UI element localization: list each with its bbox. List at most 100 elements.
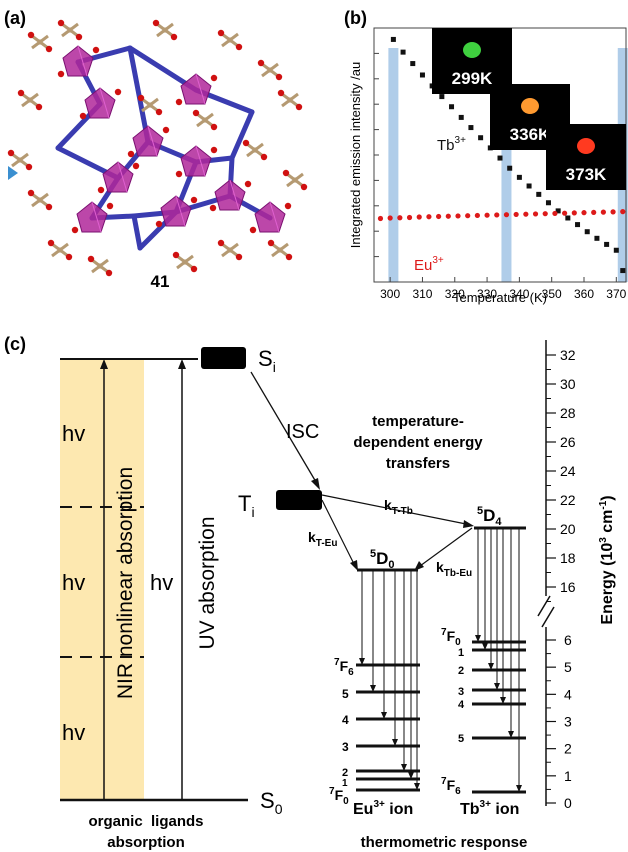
oxygen-atom: [57, 70, 65, 78]
energy-tick-label: 2: [564, 741, 572, 757]
isc-label: ISC: [286, 421, 319, 443]
k-t-tb-label: kT-Tb: [384, 497, 413, 517]
tb-data-point: [594, 235, 600, 241]
carbon-atom: [227, 247, 233, 253]
oxygen-atom: [275, 73, 283, 81]
x-tick-label: 320: [445, 287, 465, 301]
tb-7f6-label: 7F6: [441, 776, 461, 797]
oxygen-atom: [284, 202, 292, 210]
energy-tick-label: 6: [564, 632, 572, 648]
eu-data-point: [571, 210, 577, 216]
tb-level-2-label: 2: [458, 665, 464, 677]
uv-arrow-head: [178, 359, 186, 369]
tb-7f0-label: 7F0: [441, 627, 461, 648]
carbon-atom: [287, 97, 293, 103]
eu-data-point: [455, 213, 461, 219]
oxygen-atom: [210, 74, 218, 82]
eu-data-point: [542, 211, 548, 217]
uv-absorption-label: UV absorption: [196, 516, 219, 649]
linker-bond: [229, 109, 255, 161]
eu-data-point: [610, 209, 616, 215]
tb-arrow-head: [482, 643, 488, 650]
oxygen-atom: [155, 220, 163, 228]
polyhedron-edge: [117, 161, 128, 193]
oxygen-atom: [45, 45, 53, 53]
inset-temperature-label: 299K: [452, 69, 493, 88]
carbon-atom: [147, 102, 153, 108]
lanthanide-levels: [356, 526, 526, 794]
nir-absorption-band: [60, 360, 144, 800]
oxygen-atom: [7, 149, 15, 157]
eu-data-point: [387, 215, 393, 221]
hv-label-2: hv: [62, 570, 85, 595]
eu-ion-label: Eu3+ ion: [353, 799, 413, 818]
oxygen-atom: [249, 226, 257, 234]
eu-level-2-label: 2: [342, 767, 348, 779]
hv-label-3: hv: [62, 720, 85, 745]
energy-tick-label: 20: [560, 521, 576, 537]
luminescence-inset: [546, 124, 626, 190]
eu-arrow-head: [359, 658, 365, 665]
inset-temperature-label: 373K: [566, 165, 607, 184]
eu-5d0-label: 5D0: [370, 548, 395, 571]
eu-data-point: [532, 211, 539, 217]
eu-level-3-label: 3: [342, 740, 349, 754]
polyhedron-edge: [175, 195, 186, 227]
tb-series-label: Tb3+: [437, 135, 466, 154]
tb-data-point: [390, 36, 396, 42]
tb-data-point: [478, 135, 484, 141]
metal-polyhedron: [84, 87, 116, 119]
carbon-atom: [227, 37, 233, 43]
x-tick-label: 330: [477, 287, 497, 301]
panel-a: (a) 41: [4, 8, 308, 291]
eu-7f6-label: 7F6: [334, 657, 354, 678]
carbon-atom: [57, 247, 63, 253]
panel-b-label: (b): [344, 8, 367, 28]
eu-level-5-label: 5: [342, 687, 349, 701]
eu-arrow-head: [370, 685, 376, 692]
tb-level-4-label: 4: [458, 699, 465, 711]
polyhedron-edge: [195, 145, 206, 177]
x-tick-label: 340: [509, 287, 529, 301]
ti-state-box: [276, 490, 322, 510]
energy-tick-label: 28: [560, 405, 576, 421]
isc-arrow-line: [250, 371, 317, 483]
energy-tick-label: 18: [560, 550, 576, 566]
absorption-label: absorption: [107, 834, 185, 851]
oxygen-atom: [190, 265, 198, 273]
tb-arrow-head: [500, 697, 506, 704]
eu-data-point: [591, 209, 597, 216]
panel-a-label: (a): [4, 8, 26, 28]
carbon-atom: [27, 97, 33, 103]
oxygen-atom: [192, 109, 200, 117]
tb-ion-label: Tb3+ ion: [460, 799, 519, 818]
x-axis-label: Temperature (K): [453, 290, 547, 305]
tb-data-point: [545, 200, 551, 206]
carbon-atom: [277, 247, 283, 253]
energy-tick-label: 5: [564, 659, 572, 675]
highlight-band: [501, 48, 512, 282]
energy-tick-label: 0: [564, 795, 572, 811]
si-state-box: [201, 347, 246, 369]
oxygen-atom: [27, 189, 35, 197]
nir-arrow-head: [100, 359, 108, 369]
tb-level-1-label: 1: [458, 647, 464, 659]
eu-data-point: [465, 213, 471, 219]
eu-arrow-head: [401, 764, 407, 771]
oxygen-atom: [105, 269, 113, 277]
energy-tick-label: 24: [560, 463, 576, 479]
oxygen-atom: [300, 183, 308, 191]
oxygen-atom: [45, 203, 53, 211]
eu-data-point: [426, 214, 432, 220]
oxygen-atom: [25, 163, 33, 171]
oxygen-atom: [285, 253, 293, 261]
nir-absorption-label: NIR nonlinear absorption: [114, 467, 137, 699]
oxygen-atom: [155, 108, 163, 116]
eu-data-point: [436, 213, 442, 220]
oxygen-atom: [242, 139, 250, 147]
axis-break-mark: [537, 595, 551, 617]
oxygen-atom: [71, 226, 79, 234]
tb-data-point: [604, 241, 610, 247]
